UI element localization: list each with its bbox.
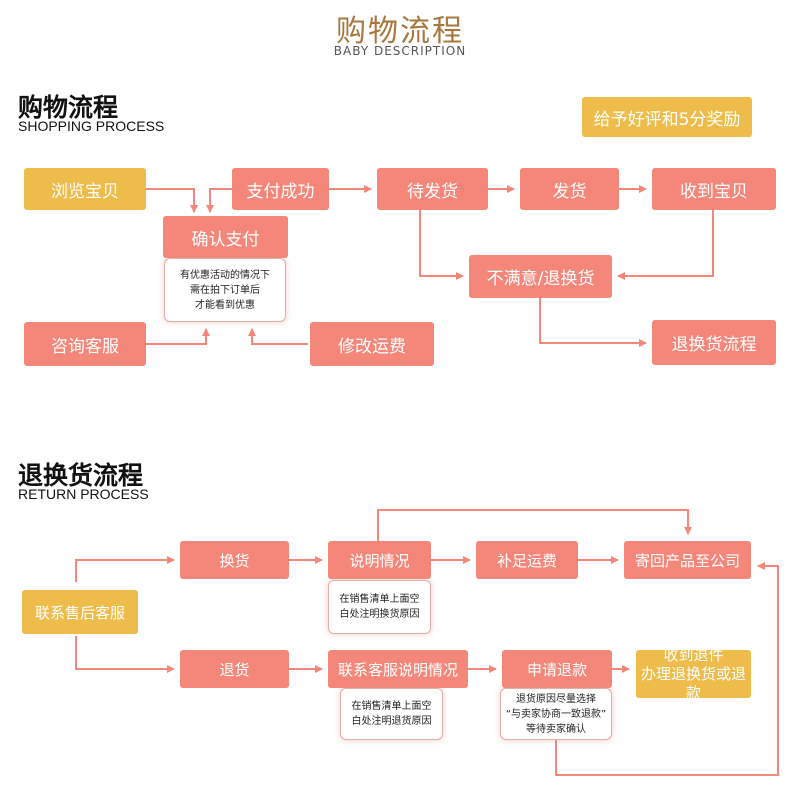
return-reason-note: 在销售清单上面空 白处注明退货原因	[340, 688, 443, 740]
note-line: 才能看到优惠	[195, 299, 255, 311]
consult-service-step: 咨询客服	[24, 322, 146, 366]
shopping-section-subtitle: SHOPPING PROCESS	[18, 118, 165, 134]
receive-line: 收到退件	[663, 645, 724, 664]
confirm-payment-step: 确认支付	[163, 216, 288, 258]
note-line: 退货原因尽量选择	[516, 693, 596, 705]
payment-success-step: 支付成功	[232, 168, 329, 210]
reward-badge: 给予好评和5分奖励	[582, 97, 752, 137]
note-line: 等待卖家确认	[526, 723, 586, 735]
note-line: “与卖家协商一致退款”	[505, 708, 607, 720]
note-line: 白处注明换货原因	[339, 609, 420, 620]
note-line: 白处注明退货原因	[351, 716, 432, 727]
contact-aftersales-step: 联系售后客服	[22, 590, 138, 634]
exchange-step: 换货	[180, 541, 289, 579]
header-subtitle: BABY DESCRIPTION	[333, 44, 467, 58]
explain-situation-step: 说明情况	[328, 541, 431, 579]
modify-shipping-step: 修改运费	[310, 322, 434, 366]
note-line: 在销售清单上面空	[339, 594, 420, 605]
return-section-title: 退换货流程	[18, 461, 144, 490]
note-line: 需在拍下订单后	[190, 284, 260, 296]
shopping-section-title: 购物流程	[18, 93, 119, 122]
receive-line: 办理退换货或退款	[640, 664, 746, 702]
refund-reason-note: 退货原因尽量选择 “与卖家协商一致退款” 等待卖家确认	[500, 688, 612, 740]
shipped-step: 发货	[520, 168, 619, 210]
browse-item-step: 浏览宝贝	[24, 168, 146, 210]
send-back-step: 寄回产品至公司	[624, 541, 751, 579]
return-flow-step: 退换货流程	[652, 320, 776, 365]
note-line: 在销售清单上面空	[351, 701, 432, 712]
header-title: 购物流程	[336, 14, 464, 49]
return-section-subtitle: RETURN PROCESS	[18, 486, 149, 502]
note-line: 有优惠活动的情况下	[180, 269, 270, 281]
add-shipping-step: 补足运费	[476, 541, 578, 579]
item-received-step: 收到宝贝	[652, 168, 776, 210]
return-goods-step: 退货	[180, 650, 289, 688]
unsatisfied-return-step: 不满意/退换货	[469, 255, 612, 298]
exchange-reason-note: 在销售清单上面空 白处注明换货原因	[328, 580, 431, 634]
awaiting-shipment-step: 待发货	[377, 168, 488, 210]
receive-return-step: 收到退件 办理退换货或退款	[636, 646, 751, 702]
apply-refund-step: 申请退款	[502, 650, 612, 688]
discount-note: 有优惠活动的情况下 需在拍下订单后 才能看到优惠	[164, 258, 286, 322]
contact-explain-step: 联系客服说明情况	[328, 650, 468, 688]
